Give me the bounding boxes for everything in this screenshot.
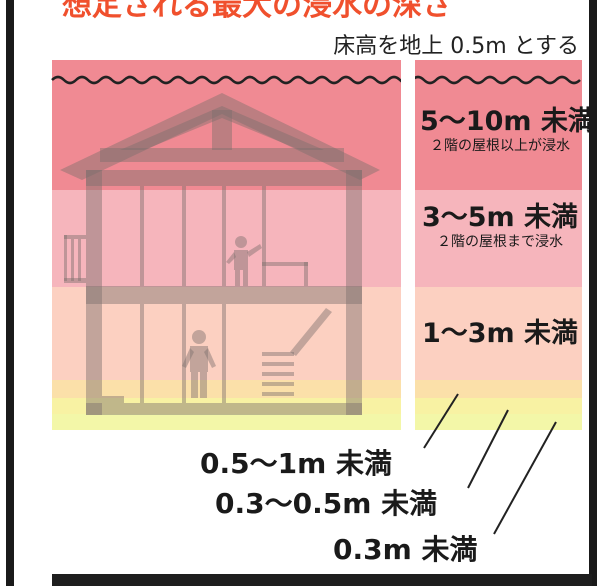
band-03m xyxy=(52,414,582,430)
band-3-5m-description: ２階の屋根まで浸水 xyxy=(437,234,563,251)
band-1-3m xyxy=(52,287,582,380)
water-surface-wave xyxy=(51,75,581,85)
band-5-10m-depth: 5〜10m 未満 xyxy=(420,106,595,137)
frame-right xyxy=(589,0,597,586)
band-3-5m xyxy=(52,190,582,287)
divider-column xyxy=(401,60,415,430)
pointer-line-03m xyxy=(493,421,557,535)
band-label-5-10m: 5〜10m 未満 ２階の屋根以上が浸水 xyxy=(420,106,595,156)
band-05-1m xyxy=(52,380,582,398)
band-3-5m-depth: 3〜5m 未満 xyxy=(421,202,579,233)
label-03-05m: 0.3〜0.5m 未満 xyxy=(215,487,438,520)
floor-height-note: 床高を地上 0.5m とする xyxy=(333,34,579,59)
band-5-10m-description: ２階の屋根以上が浸水 xyxy=(430,138,570,155)
band-1-3m-depth: 1〜3m 未満 xyxy=(421,318,579,349)
label-03m: 0.3m 未満 xyxy=(333,533,478,566)
label-05-1m: 0.5〜1m 未満 xyxy=(200,447,393,480)
band-03-05m xyxy=(52,398,582,414)
footer-bar xyxy=(52,574,592,586)
house-icon xyxy=(60,93,380,415)
band-label-3-5m: 3〜5m 未満 ２階の屋根まで浸水 xyxy=(420,202,580,252)
chart-title: 想定される最大の浸水の深さ xyxy=(62,0,452,23)
band-label-1-3m: 1〜3m 未満 xyxy=(420,318,580,350)
pointer-line-03-05m xyxy=(467,409,509,489)
pointer-line-05-1m xyxy=(423,393,459,449)
frame-left xyxy=(6,0,14,586)
